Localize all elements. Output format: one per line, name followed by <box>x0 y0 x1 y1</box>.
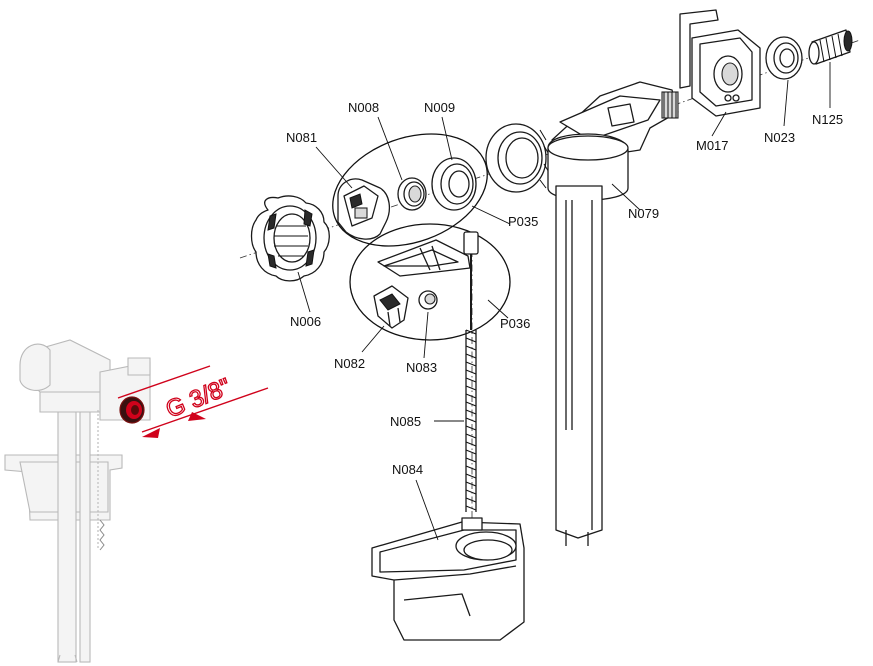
group-p036-outline <box>349 223 511 341</box>
installed-valve-illustration <box>4 339 151 663</box>
label-n008: N008 <box>348 100 379 115</box>
part-n009-washer <box>431 157 477 211</box>
label-n083: N083 <box>406 360 437 375</box>
label-p036: P036 <box>500 316 530 331</box>
label-n084: N084 <box>392 462 423 477</box>
label-n125: N125 <box>812 112 843 127</box>
part-n006-nut <box>250 195 330 282</box>
label-n006: N006 <box>290 314 321 329</box>
part-n023-washer <box>765 36 803 80</box>
label-p035: P035 <box>508 214 538 229</box>
part-n081-insert <box>337 178 391 240</box>
label-m017: M017 <box>696 138 729 153</box>
leader-lines <box>297 62 831 541</box>
label-n085: N085 <box>390 414 421 429</box>
label-n009: N009 <box>424 100 455 115</box>
group-p035-outline <box>332 133 488 247</box>
part-float-arm <box>377 239 471 277</box>
label-n079: N079 <box>628 206 659 221</box>
part-n125-filter <box>808 29 853 65</box>
part-n085-rod <box>463 231 479 512</box>
part-n079-valve-body <box>547 81 679 546</box>
part-n082-clip <box>373 285 409 329</box>
label-n082: N082 <box>334 356 365 371</box>
part-m017-bracket <box>679 9 761 117</box>
highlighted-inlet-nut <box>119 396 145 424</box>
part-n008-ring <box>397 177 427 211</box>
part-n084-float-cup <box>371 517 525 641</box>
callout-labels: N081 N008 N009 P035 N006 N082 N083 P036 … <box>286 100 843 477</box>
label-n023: N023 <box>764 130 795 145</box>
part-n083-cap <box>418 290 438 310</box>
part-threaded-ring <box>485 123 551 193</box>
label-n081: N081 <box>286 130 317 145</box>
